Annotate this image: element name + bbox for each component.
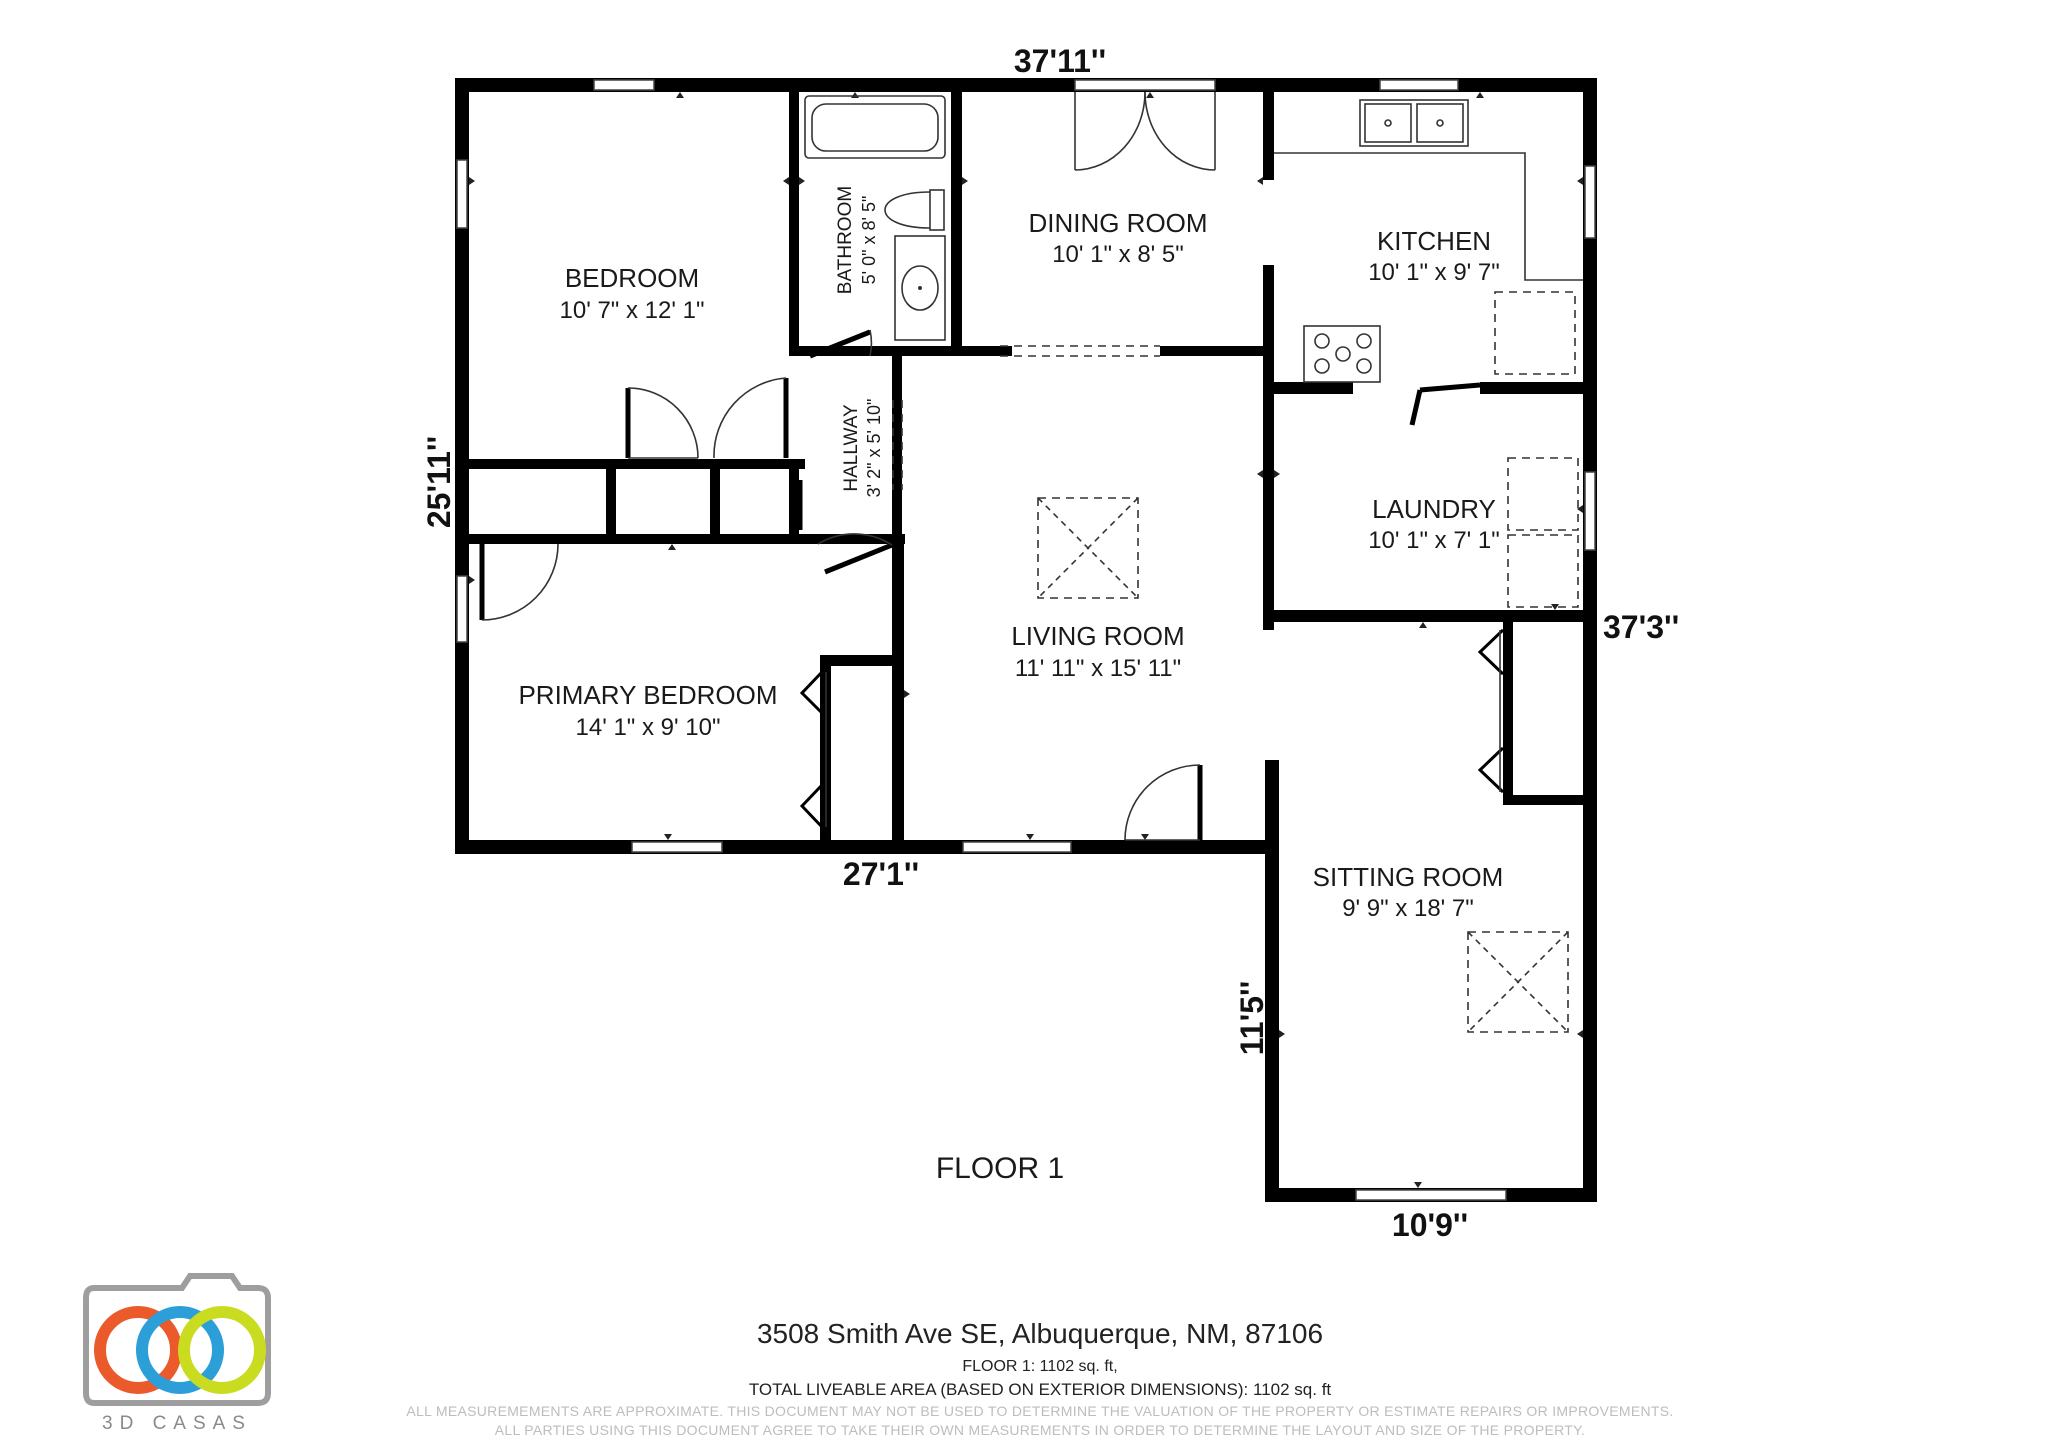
hallway-dims: 3' 2" x 5' 10" bbox=[864, 399, 884, 498]
living-name: LIVING ROOM bbox=[1011, 621, 1184, 651]
laundry-dims: 10' 1" x 7' 1" bbox=[1368, 527, 1500, 554]
dining-name: DINING ROOM bbox=[1028, 208, 1207, 238]
kitchen-dims: 10' 1" x 9' 7" bbox=[1368, 259, 1500, 286]
floor-label: FLOOR 1 bbox=[936, 1152, 1064, 1185]
bathroom-dims: 5' 0" x 8' 5" bbox=[859, 196, 879, 285]
blue-ring-icon bbox=[136, 1306, 224, 1394]
sitting-room-name: SITTING ROOM bbox=[1313, 862, 1504, 892]
disclaimer-line-2: ALL PARTIES USING THIS DOCUMENT AGREE TO… bbox=[494, 1422, 1586, 1438]
disclaimer-line-1: ALL MEASUREMEMENTS ARE APPROXIMATE. THIS… bbox=[406, 1403, 1674, 1419]
hallway-name: HALLWAY bbox=[841, 404, 862, 492]
bedroom-dims: 10' 7" x 12' 1" bbox=[560, 297, 705, 324]
floor-plan: BEDROOM 10' 7" x 12' 1" BATHROOM 5' 0" x… bbox=[421, 43, 1679, 1243]
exterior-dimensions: 37'11'' 25'11'' 37'3'' 27'1'' 11'5'' 10'… bbox=[421, 43, 1679, 1243]
sitting-bottom-dimension: 10'9'' bbox=[1392, 1207, 1468, 1243]
red-ring-icon bbox=[94, 1306, 182, 1394]
primary-bedroom-name: PRIMARY BEDROOM bbox=[518, 680, 777, 710]
left-dimension: 25'11'' bbox=[421, 436, 457, 528]
floor-area: FLOOR 1: 1102 sq. ft, bbox=[962, 1358, 1118, 1375]
logo-text: 3D CASAS bbox=[102, 1413, 252, 1434]
doors bbox=[479, 91, 1505, 841]
camera-frame-icon bbox=[83, 1273, 271, 1406]
kitchen-name: KITCHEN bbox=[1377, 226, 1491, 256]
laundry-name: LAUNDRY bbox=[1372, 494, 1496, 524]
yellow-ring-icon bbox=[178, 1306, 266, 1394]
primary-bedroom-dims: 14' 1" x 9' 10" bbox=[576, 714, 721, 741]
top-dimension: 37'11'' bbox=[1014, 43, 1106, 79]
room-labels: BEDROOM 10' 7" x 12' 1" BATHROOM 5' 0" x… bbox=[518, 186, 1503, 922]
fixtures bbox=[804, 95, 1583, 1033]
bathroom-name: BATHROOM bbox=[835, 186, 856, 294]
right-dimension: 37'3'' bbox=[1603, 609, 1679, 645]
sitting-left-dimension: 11'5'' bbox=[1234, 981, 1270, 1055]
bedroom-name: BEDROOM bbox=[565, 263, 699, 293]
windows bbox=[456, 79, 1596, 1201]
3d-casas-logo bbox=[83, 1273, 271, 1406]
property-address: 3508 Smith Ave SE, Albuquerque, NM, 8710… bbox=[756, 1318, 1324, 1349]
living-dims: 11' 11" x 15' 11" bbox=[1015, 655, 1181, 682]
bottom-left-dimension: 27'1'' bbox=[843, 856, 919, 892]
openings bbox=[892, 345, 1160, 490]
total-liveable-area: TOTAL LIVEABLE AREA (BASED ON EXTERIOR D… bbox=[748, 1380, 1332, 1399]
sitting-room-dims: 9' 9" x 18' 7" bbox=[1342, 895, 1474, 922]
dining-dims: 10' 1" x 8' 5" bbox=[1052, 241, 1184, 268]
